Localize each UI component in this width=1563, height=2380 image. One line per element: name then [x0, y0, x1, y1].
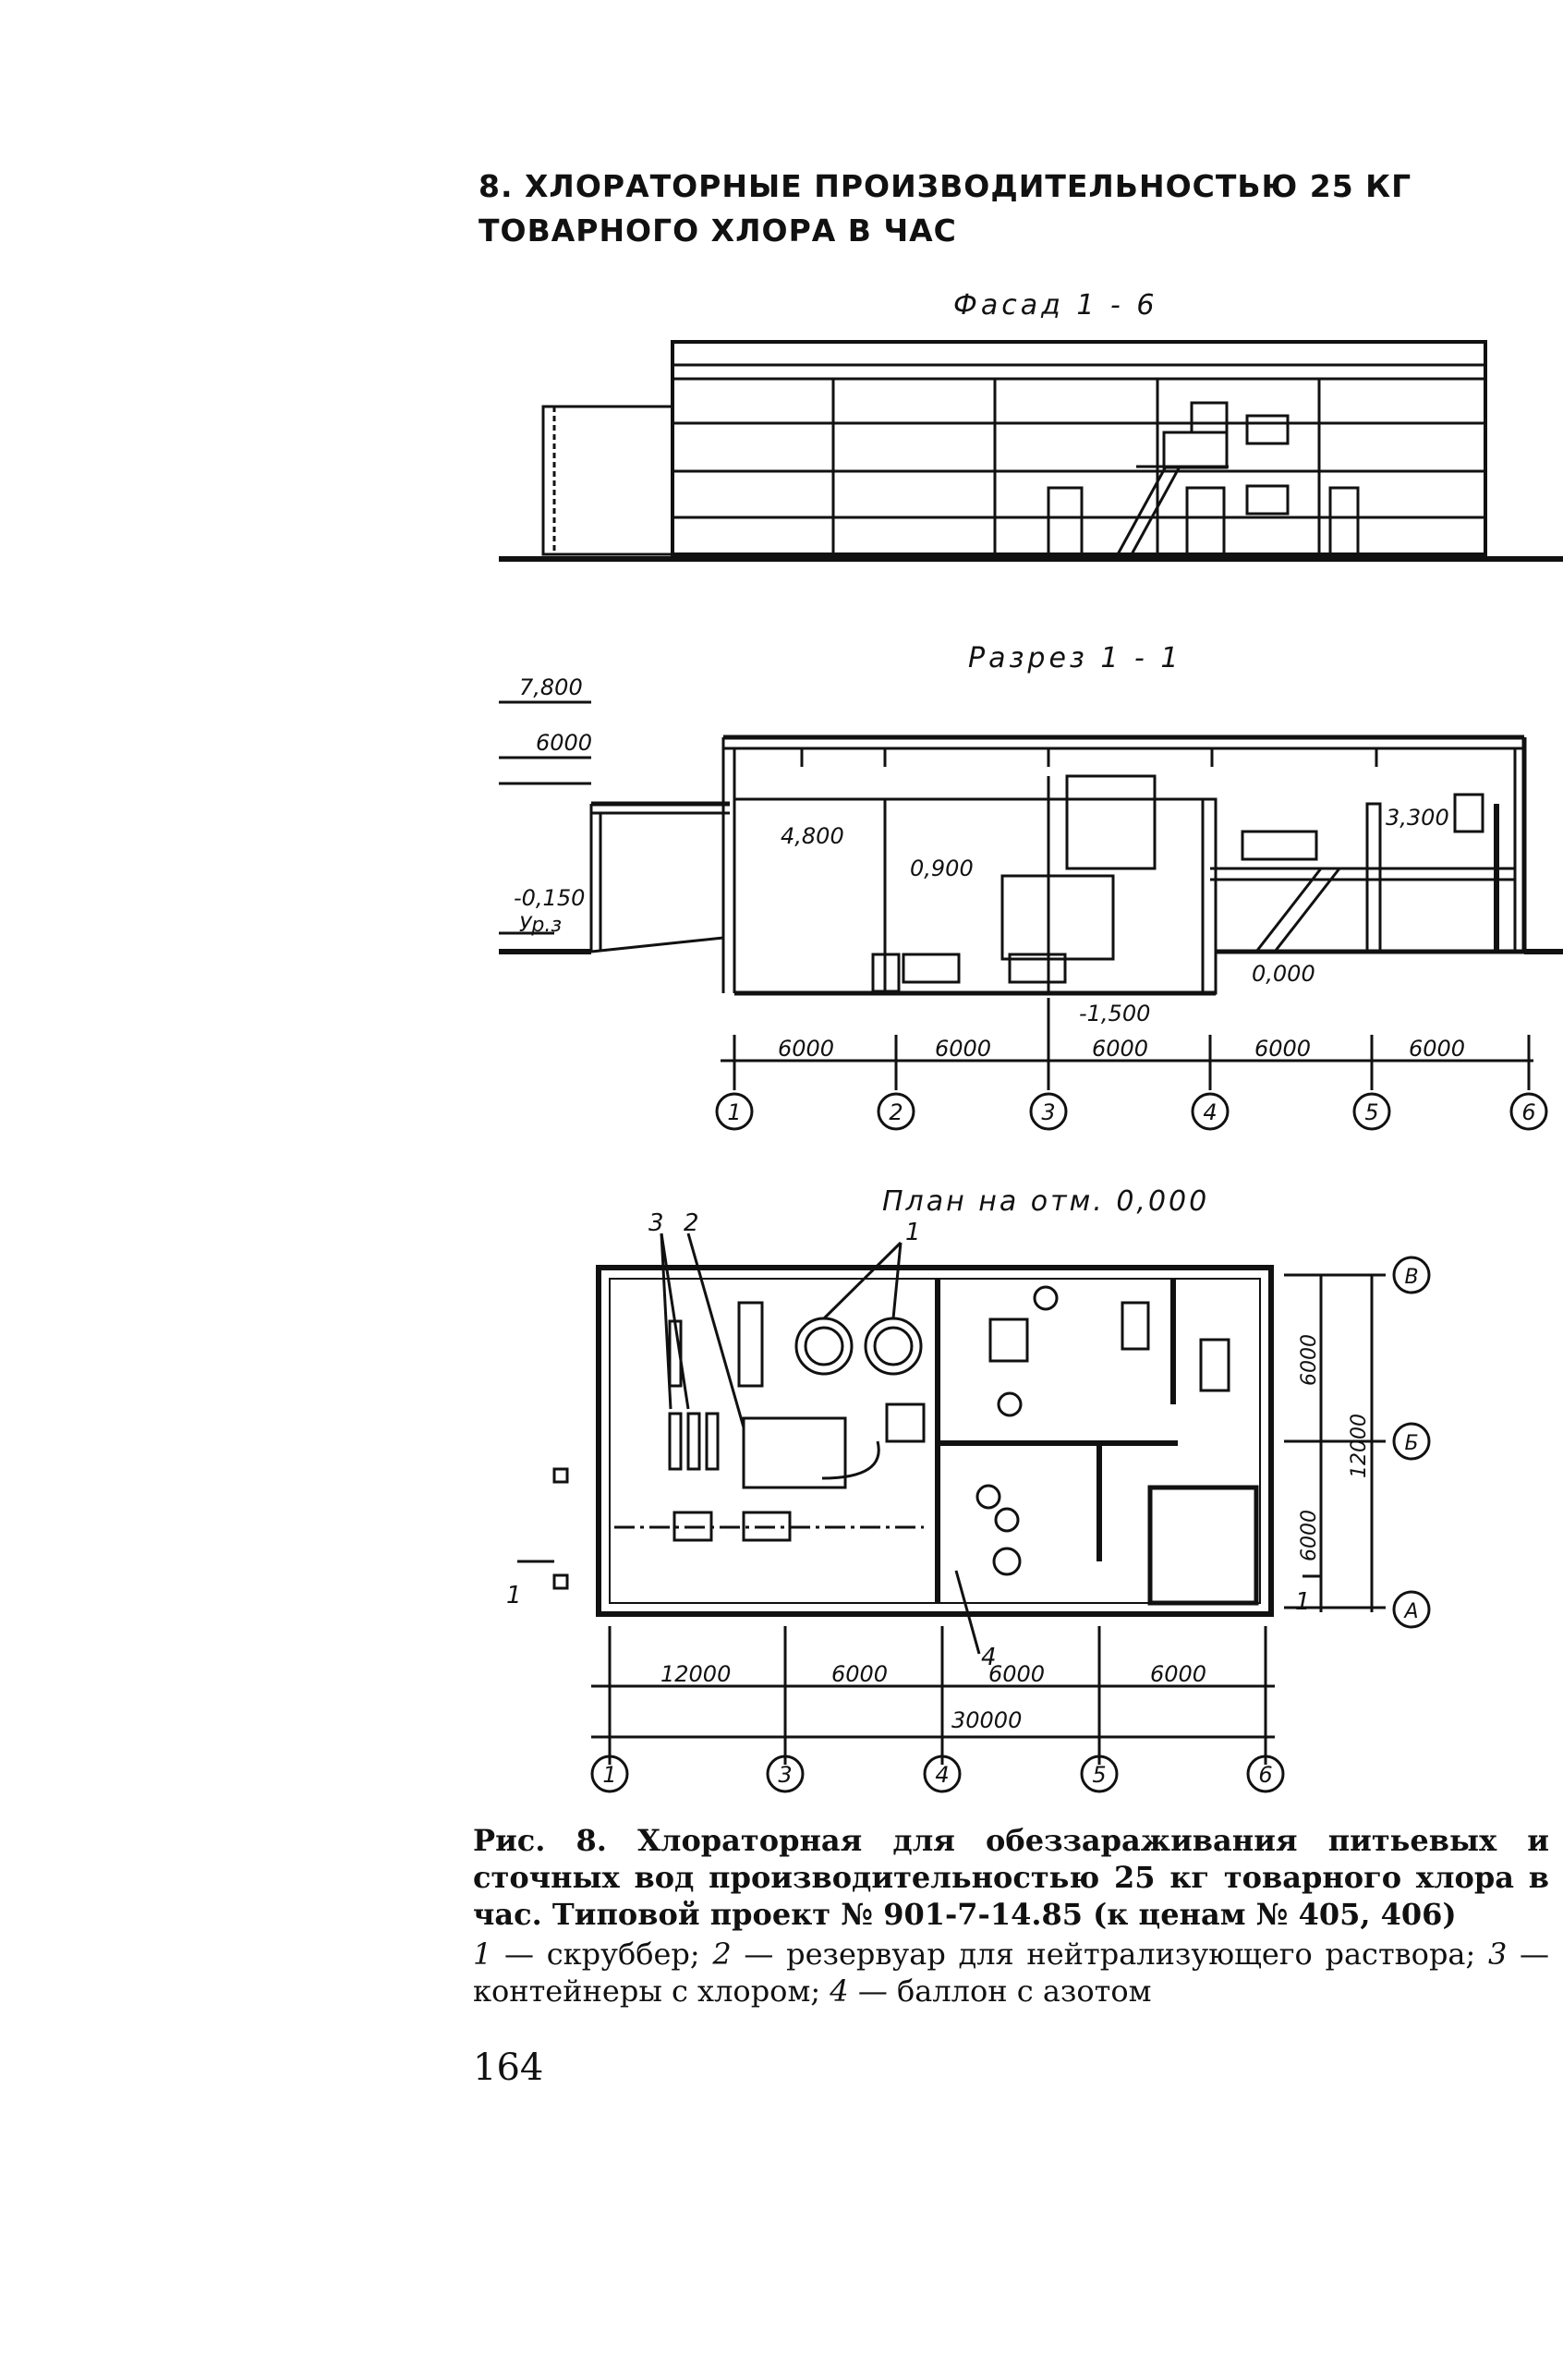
legend-number: 3: [1487, 1937, 1508, 1972]
figure-legend: 1 — скруббер; 2 — резервуар для нейтрали…: [473, 1936, 1549, 2010]
axis-label: 3: [778, 1762, 792, 1788]
axis-label: 5: [1092, 1762, 1106, 1788]
span-label: 6000: [1150, 1661, 1206, 1687]
legend-text: — баллон с азотом: [848, 1973, 1152, 2009]
legend-number: 1: [473, 1937, 492, 1972]
heading-line-1: 8. ХЛОРАТОРНЫЕ ПРОИЗВОДИТЕЛЬНОСТЬЮ 25 КГ: [479, 168, 1412, 204]
axis-label: 6: [1521, 1099, 1535, 1125]
span-label: 6000: [1298, 1510, 1321, 1561]
axis-label: 1: [602, 1762, 616, 1788]
span-label: 6000: [1254, 1036, 1311, 1062]
level-label: -0,150: [514, 885, 585, 911]
axis-label: 1: [727, 1099, 741, 1125]
facade-drawing: [499, 340, 1563, 562]
legend-text: — скруббер;: [491, 1937, 713, 1972]
span-label: 6000: [778, 1036, 834, 1062]
figure-caption: Рис. 8. Хлораторная для обеззараживания …: [473, 1823, 1549, 1932]
axis-label: 4: [935, 1762, 949, 1788]
level-label: 6000: [536, 730, 592, 756]
level-label: -1,500: [1079, 1001, 1150, 1026]
level-label: 7,800: [519, 674, 583, 700]
section-drawing: [499, 700, 1563, 1131]
level-label: 3,300: [1386, 805, 1449, 831]
level-label: 0,000: [1252, 961, 1315, 987]
span-label: 6000: [1298, 1334, 1321, 1386]
span-label: 6000: [935, 1036, 991, 1062]
span-label: 12000: [1348, 1414, 1371, 1478]
span-label: 6000: [1092, 1036, 1148, 1062]
plan-title: План на отм. 0,000: [882, 1185, 1209, 1218]
axis-label: 6: [1258, 1762, 1272, 1788]
page-number: 164: [473, 2046, 544, 2089]
span-label: 6000: [988, 1661, 1045, 1687]
facade-title: Фасад 1 - 6: [953, 289, 1157, 322]
section-heading: 8. ХЛОРАТОРНЫЕ ПРОИЗВОДИТЕЛЬНОСТЬЮ 25 КГ…: [479, 164, 1412, 253]
heading-line-2: ТОВАРНОГО ХЛОРА В ЧАС: [479, 212, 957, 249]
axis-label: В: [1404, 1266, 1418, 1289]
level-label: 4,800: [781, 823, 844, 849]
axis-label: 4: [1203, 1099, 1217, 1125]
legend-number: 4: [830, 1973, 849, 2009]
callout-label: 3: [648, 1209, 664, 1237]
callout-label: 4: [981, 1644, 997, 1671]
section-mark-label: 1: [506, 1582, 522, 1609]
section-title: Разрез 1 - 1: [968, 642, 1182, 674]
span-label: 6000: [1409, 1036, 1465, 1062]
plan-drawing: [517, 1232, 1431, 1793]
span-label: 6000: [831, 1661, 888, 1687]
total-span-label: 30000: [951, 1707, 1022, 1733]
legend-text: — резервуар для нейтрализующего раствора…: [731, 1937, 1488, 1972]
axis-label: Б: [1404, 1432, 1418, 1455]
axis-label: 5: [1364, 1099, 1378, 1125]
span-label: 12000: [660, 1661, 731, 1687]
level-label: Ур.з: [519, 914, 562, 937]
callout-label: 2: [684, 1209, 699, 1237]
legend-text: — контейнеры с хлором;: [473, 1937, 1550, 2009]
axis-label: 2: [889, 1099, 903, 1125]
axis-label: А: [1402, 1600, 1418, 1623]
level-label: 0,900: [910, 856, 974, 881]
callout-label: 1: [905, 1219, 921, 1246]
section-mark-label: 1: [1295, 1588, 1311, 1616]
legend-number: 2: [712, 1937, 732, 1972]
axis-label: 3: [1041, 1099, 1055, 1125]
